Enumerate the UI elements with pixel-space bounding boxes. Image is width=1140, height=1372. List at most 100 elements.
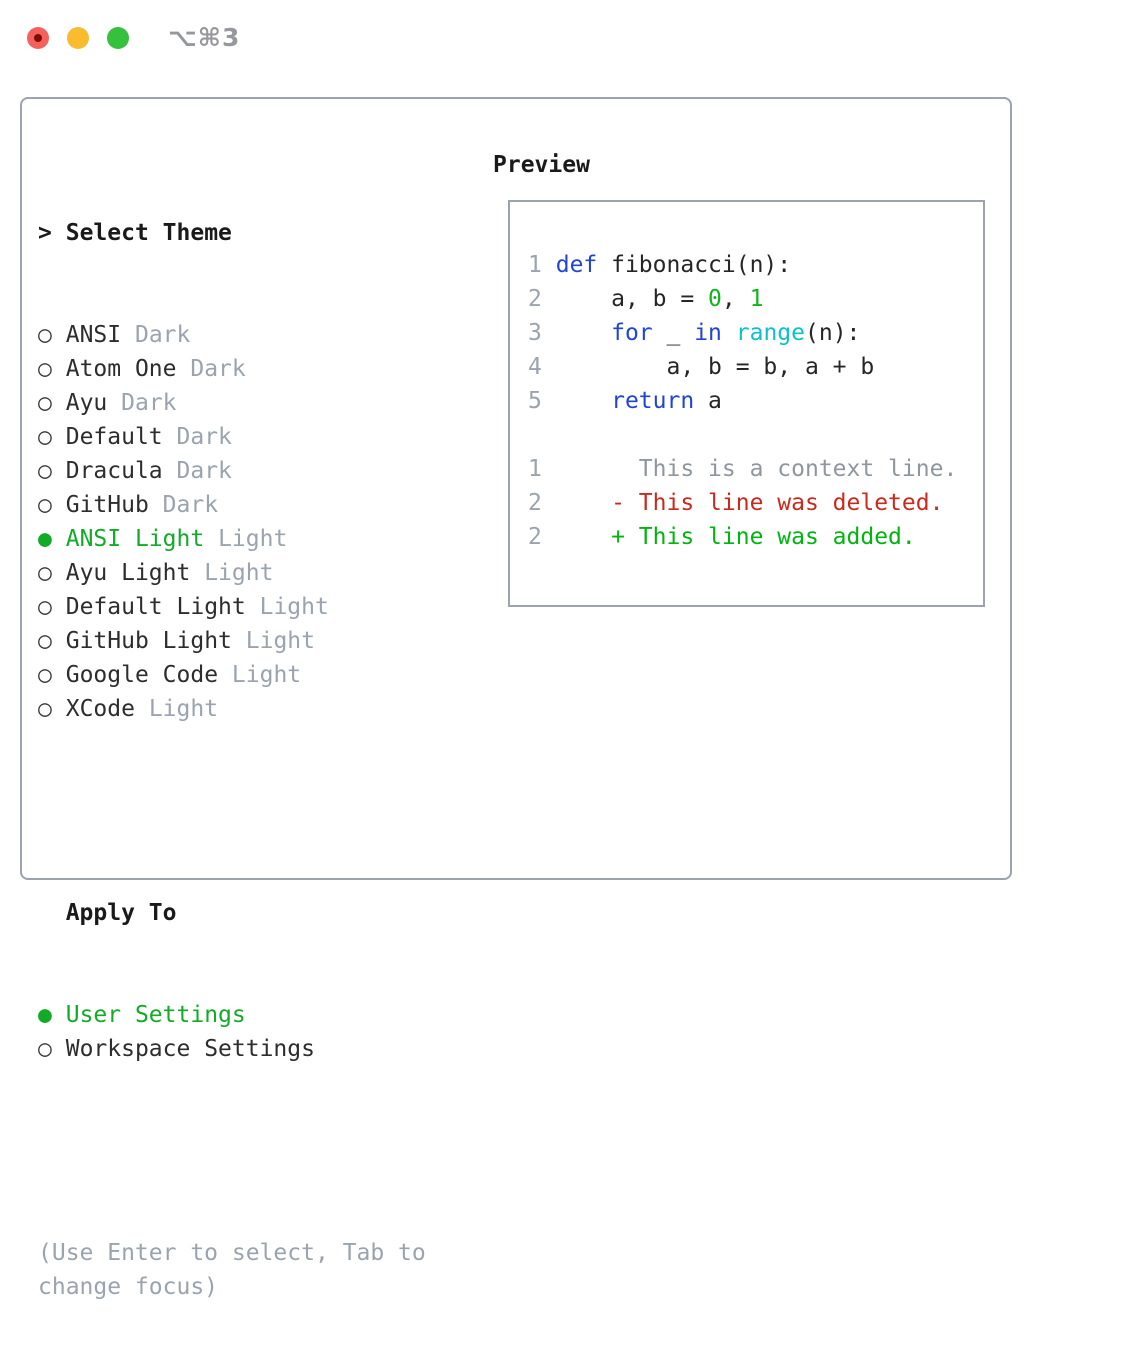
token-plain: , bbox=[721, 286, 750, 312]
line-number: 3 bbox=[528, 320, 542, 346]
preview-header: Preview bbox=[493, 148, 590, 182]
radio-off-icon: ○ bbox=[38, 390, 52, 416]
token-del: - This line was deleted. bbox=[555, 490, 944, 516]
minimize-button[interactable] bbox=[67, 27, 89, 49]
variant-tag: Dark bbox=[176, 424, 232, 450]
section-title-apply-to: Apply To bbox=[65, 900, 177, 926]
variant-tag: Dark bbox=[162, 492, 219, 518]
token-ctx: This is a context line. bbox=[555, 456, 958, 482]
token-num: 1 bbox=[749, 286, 764, 312]
token-fn: range bbox=[735, 320, 806, 346]
theme-option[interactable]: ○ Default Light Light bbox=[38, 590, 488, 624]
radio-off-icon: ○ bbox=[38, 356, 52, 382]
option-label: Ayu bbox=[65, 390, 108, 416]
close-dot-icon bbox=[34, 34, 42, 42]
theme-option[interactable]: ○ Ayu Light Light bbox=[38, 556, 488, 590]
code-line: 2 a, b = 0, 1 bbox=[528, 282, 957, 316]
line-number: 2 bbox=[528, 286, 542, 312]
close-button[interactable] bbox=[27, 27, 49, 49]
select-theme-header: > Select Theme bbox=[38, 216, 488, 250]
line-number: 2 bbox=[528, 490, 542, 516]
code-line: 2 - This line was deleted. bbox=[528, 486, 957, 520]
radio-on-icon: ● bbox=[38, 1002, 52, 1028]
line-number: 2 bbox=[528, 524, 542, 550]
code-line: 4 a, b = b, a + b bbox=[528, 350, 957, 384]
radio-on-icon: ● bbox=[38, 526, 52, 552]
line-number: 5 bbox=[528, 388, 542, 414]
variant-tag: Light bbox=[245, 628, 315, 654]
line-number: 1 bbox=[528, 456, 542, 482]
theme-option[interactable]: ● ANSI Light Light bbox=[38, 522, 488, 556]
radio-off-icon: ○ bbox=[38, 492, 52, 518]
apply-to-header: Apply To bbox=[38, 896, 488, 930]
hint-line: change focus) bbox=[38, 1274, 219, 1300]
option-label: ANSI Light bbox=[65, 526, 205, 552]
token-plain: a, b = b, a + b bbox=[555, 354, 875, 380]
code-line: 1 This is a context line. bbox=[528, 452, 957, 486]
variant-tag: Dark bbox=[190, 356, 246, 382]
token-kw: def bbox=[555, 252, 598, 278]
token-kw: for bbox=[611, 320, 653, 346]
variant-tag: Dark bbox=[134, 322, 191, 348]
theme-option[interactable]: ○ Atom One Dark bbox=[38, 352, 488, 386]
variant-tag: Light bbox=[204, 560, 274, 586]
apply-to-list: ● User Settings○ Workspace Settings bbox=[38, 998, 488, 1066]
code-line: 5 return a bbox=[528, 384, 957, 418]
option-label: Atom One bbox=[65, 356, 177, 382]
apply-option[interactable]: ● User Settings bbox=[38, 998, 488, 1032]
theme-option[interactable]: ○ Ayu Dark bbox=[38, 386, 488, 420]
zoom-button[interactable] bbox=[107, 27, 129, 49]
option-label: Default Light bbox=[65, 594, 246, 620]
theme-list-column: > Select Theme ○ ANSI Dark○ Atom One Dar… bbox=[38, 148, 488, 1372]
theme-picker-panel: > Select Theme ○ ANSI Dark○ Atom One Dar… bbox=[20, 97, 1012, 1300]
theme-option[interactable]: ○ Dracula Dark bbox=[38, 454, 488, 488]
radio-off-icon: ○ bbox=[38, 322, 52, 348]
token-plain: a bbox=[694, 388, 722, 414]
theme-option[interactable]: ○ XCode Light bbox=[38, 692, 488, 726]
theme-option[interactable]: ○ GitHub Dark bbox=[38, 488, 488, 522]
variant-tag: Dark bbox=[176, 458, 232, 484]
token-plain: a, b = bbox=[555, 286, 709, 312]
token-plain bbox=[722, 320, 736, 346]
variant-tag: Light bbox=[148, 696, 219, 722]
titlebar: ⌥⌘3 bbox=[0, 0, 1140, 76]
option-label: Dracula bbox=[65, 458, 163, 484]
line-number: 4 bbox=[528, 354, 542, 380]
apply-option[interactable]: ○ Workspace Settings bbox=[38, 1032, 488, 1066]
token-plain: _ bbox=[652, 320, 695, 346]
variant-tag: Light bbox=[259, 594, 329, 620]
code-line: 2 + This line was added. bbox=[528, 520, 957, 554]
token-plain: (n): bbox=[805, 320, 861, 346]
radio-off-icon: ○ bbox=[38, 628, 52, 654]
radio-off-icon: ○ bbox=[38, 424, 52, 450]
option-label: GitHub bbox=[65, 492, 149, 518]
prompt-icon: > bbox=[38, 220, 52, 246]
option-label: XCode bbox=[65, 696, 135, 722]
token-plain: fibonacci(n): bbox=[597, 252, 792, 278]
theme-option[interactable]: ○ Default Dark bbox=[38, 420, 488, 454]
option-label: GitHub Light bbox=[65, 628, 232, 654]
spacer bbox=[38, 1134, 488, 1168]
section-title-select-theme: Select Theme bbox=[65, 220, 232, 246]
code-line: 1 def fibonacci(n): bbox=[528, 248, 957, 282]
option-label: Google Code bbox=[65, 662, 219, 688]
radio-off-icon: ○ bbox=[38, 662, 52, 688]
theme-option[interactable]: ○ GitHub Light Light bbox=[38, 624, 488, 658]
token-add: + This line was added. bbox=[555, 524, 916, 550]
variant-tag: Light bbox=[218, 526, 288, 552]
radio-off-icon: ○ bbox=[38, 594, 52, 620]
token-plain bbox=[556, 320, 611, 346]
option-label: Ayu Light bbox=[65, 560, 191, 586]
theme-option[interactable]: ○ Google Code Light bbox=[38, 658, 488, 692]
blank-line bbox=[528, 418, 957, 452]
theme-list: ○ ANSI Dark○ Atom One Dark○ Ayu Dark○ De… bbox=[38, 318, 488, 726]
theme-option[interactable]: ○ ANSI Dark bbox=[38, 318, 488, 352]
window-shortcut-label: ⌥⌘3 bbox=[168, 23, 241, 52]
section-title-preview: Preview bbox=[493, 152, 590, 178]
option-label: Default bbox=[65, 424, 163, 450]
radio-off-icon: ○ bbox=[38, 458, 52, 484]
radio-off-icon: ○ bbox=[38, 1036, 52, 1062]
radio-off-icon: ○ bbox=[38, 560, 52, 586]
